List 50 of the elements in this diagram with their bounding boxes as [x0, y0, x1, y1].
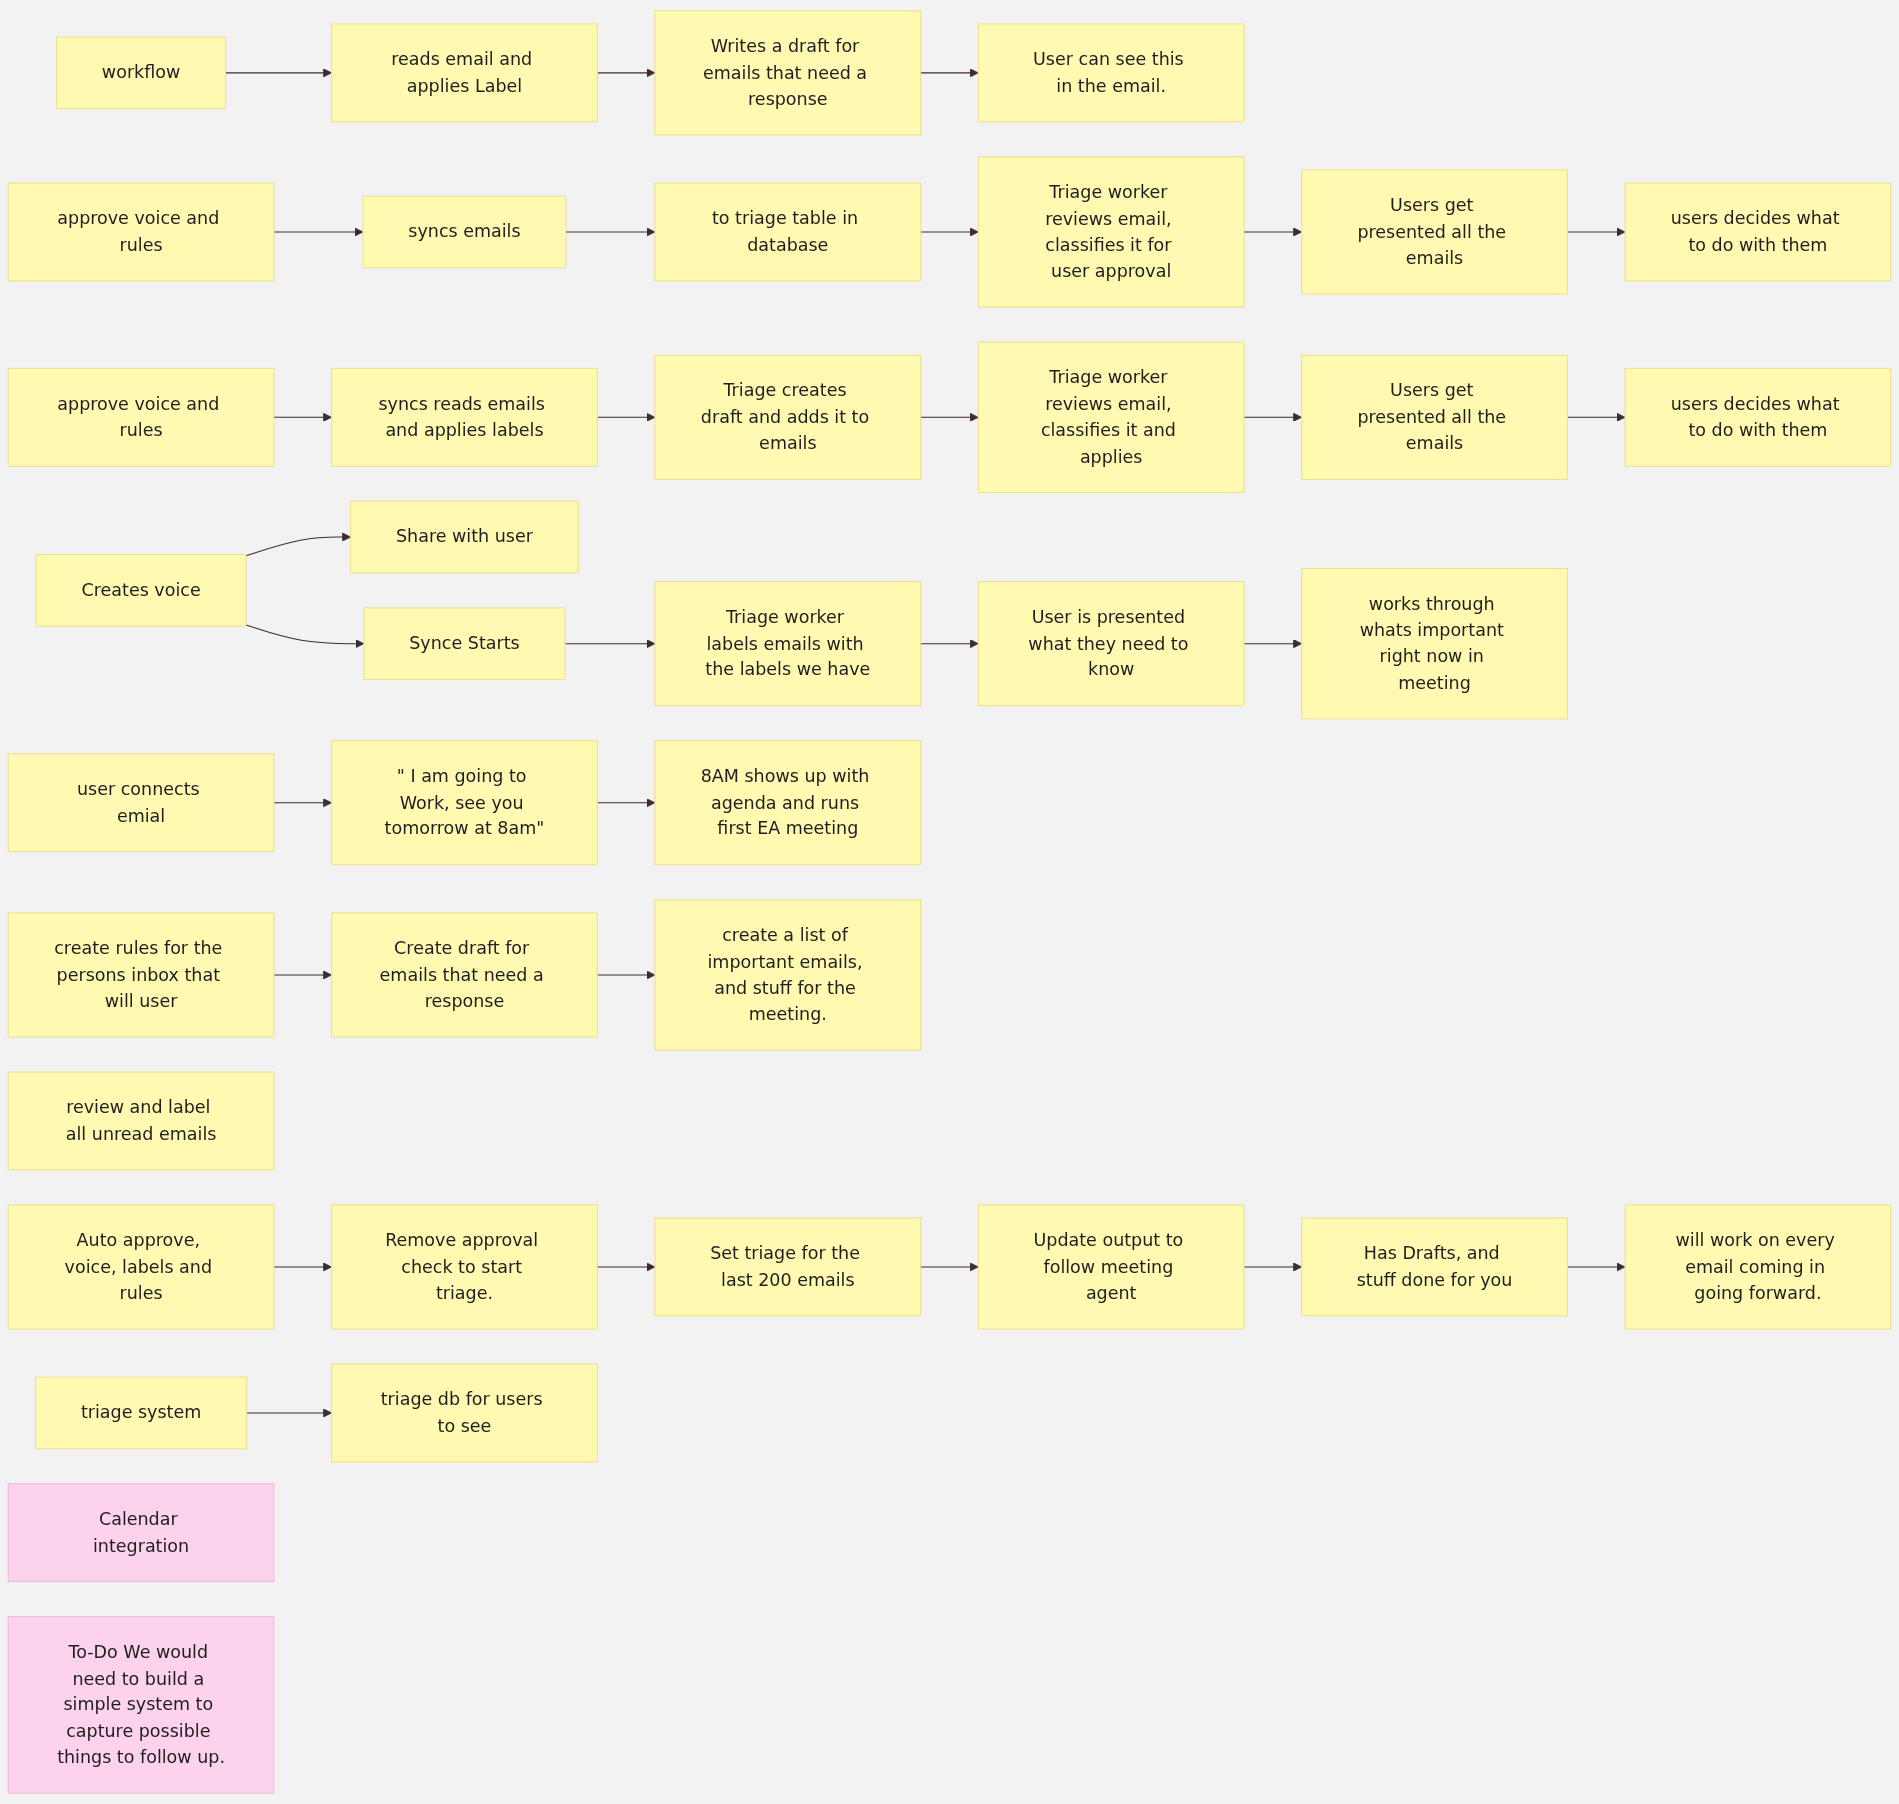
- sticky-note: Update output to follow meeting agent: [977, 1204, 1245, 1330]
- arrow: [246, 1408, 332, 1418]
- sticky-note: 8AM shows up with agenda and runs first EA meeting: [654, 740, 922, 866]
- sticky-note: syncs emails: [362, 195, 567, 269]
- sticky-note: Auto approve, voice, labels and rules: [7, 1204, 275, 1330]
- sticky-note: User can see this in the email.: [977, 23, 1245, 123]
- sticky-note: Creates voice: [35, 554, 247, 627]
- arrow: [273, 1262, 332, 1272]
- arrow: [920, 227, 979, 237]
- sticky-note: Calendar integration: [7, 1483, 275, 1583]
- sticky-note: reads email and applies Label: [331, 23, 598, 123]
- sticky-note: " I am going to Work, see you tomorrow at 8am": [331, 740, 598, 866]
- sticky-note: Triage creates draft and adds it to emails: [654, 354, 922, 480]
- sticky-note: works through whats important right now in meeting: [1301, 567, 1568, 720]
- sticky-note: triage system: [35, 1376, 248, 1450]
- sticky-note: create rules for the persons inbox that will user: [7, 912, 275, 1038]
- arrow: [225, 68, 332, 78]
- arrow: [273, 412, 332, 422]
- sticky-note: user connects emial: [7, 753, 275, 853]
- sticky-note: approve voice and rules: [7, 367, 275, 467]
- sticky-note: User is presented what they need to know: [977, 581, 1245, 707]
- sticky-note: Triage worker reviews email, classifies it for user approval: [977, 156, 1245, 308]
- sticky-note: Users get presented all the emails: [1301, 169, 1568, 295]
- sticky-note: Create draft for emails that need a response: [331, 912, 598, 1038]
- sticky-note: users decides what to do with them: [1624, 367, 1892, 467]
- sticky-note: will work on every email coming in going forward.: [1624, 1204, 1892, 1330]
- sticky-note: Set triage for the last 200 emails: [654, 1217, 922, 1317]
- sticky-note: create a list of important emails, and stuff for the meeting.: [654, 899, 922, 1051]
- sticky-note: Triage worker labels emails with the labels we have: [654, 581, 922, 707]
- sticky-note: Users get presented all the emails: [1301, 354, 1568, 480]
- sticky-note: syncs reads emails and applies labels: [331, 367, 598, 467]
- sticky-note: to triage table in database: [654, 182, 922, 282]
- sticky-note: To-Do We would need to build a simple system to capture possible things to follow up.: [7, 1616, 275, 1794]
- arrow: [273, 798, 332, 808]
- sticky-note: Writes a draft for emails that need a response: [654, 10, 922, 136]
- arrow: [920, 68, 979, 78]
- arrow: [920, 1262, 979, 1272]
- sticky-note: review and label all unread emails: [7, 1071, 275, 1171]
- sticky-note: Synce Starts: [363, 607, 566, 680]
- arrow: [920, 639, 979, 649]
- sticky-note: approve voice and rules: [7, 182, 275, 282]
- sticky-note: Has Drafts, and stuff done for you: [1301, 1217, 1568, 1317]
- arrow: [920, 412, 979, 422]
- arrow: [273, 970, 332, 980]
- sticky-note: triage db for users to see: [331, 1363, 598, 1463]
- sticky-note: users decides what to do with them: [1624, 182, 1892, 282]
- sticky-note: workflow: [56, 36, 227, 110]
- sticky-note: Share with user: [350, 500, 579, 574]
- sticky-note: Triage worker reviews email, classifies it and applies: [977, 341, 1245, 494]
- sticky-note: Remove approval check to start triage.: [331, 1204, 598, 1330]
